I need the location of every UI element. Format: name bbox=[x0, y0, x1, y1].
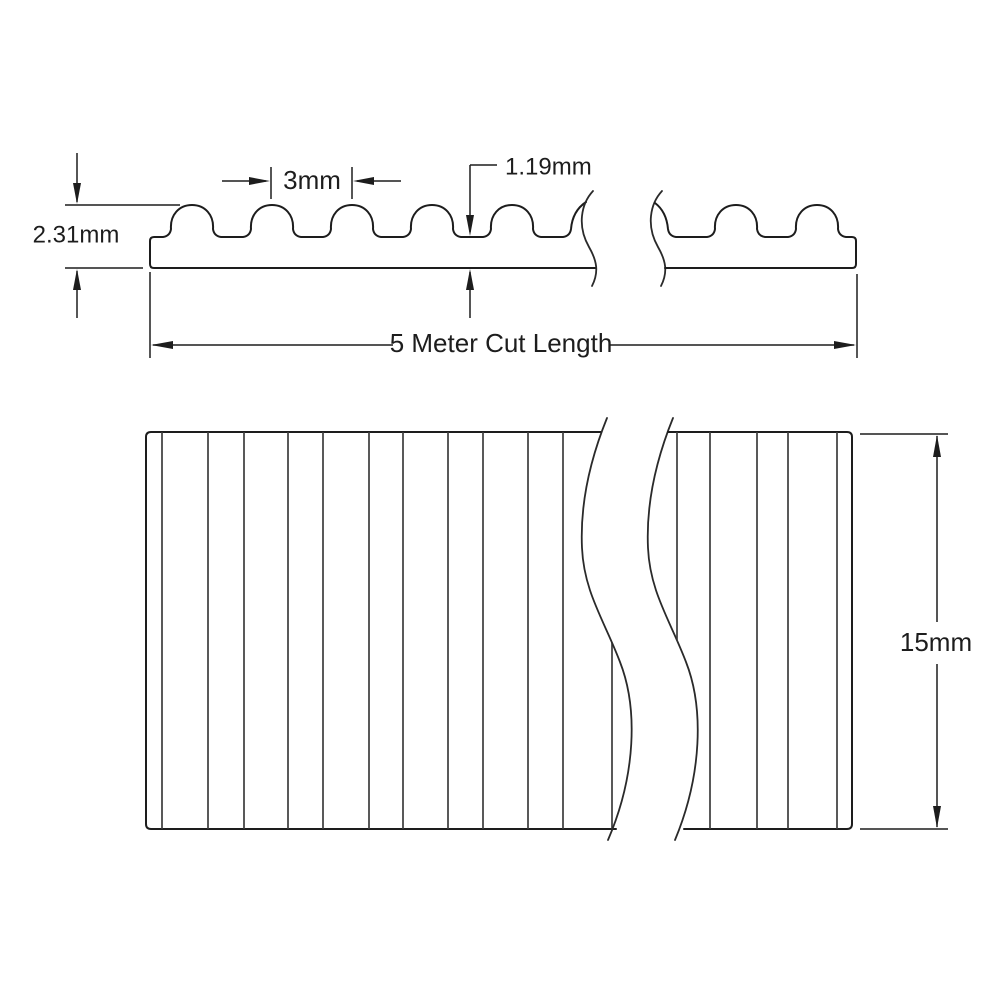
break-line-top-left bbox=[580, 417, 633, 841]
side-profile-view: 2.31mm 3mm 1.19mm bbox=[33, 153, 858, 358]
dim-label-tooth-pitch: 3mm bbox=[283, 165, 341, 195]
arrow-down-icon bbox=[466, 215, 474, 236]
break-line-side-right bbox=[649, 190, 667, 287]
arrow-down-icon bbox=[73, 183, 81, 204]
break-line-top-right bbox=[646, 417, 699, 841]
dim-label-body-thickness: 1.19mm bbox=[505, 153, 592, 180]
dimension-cut-length: 5 Meter Cut Length bbox=[149, 272, 858, 358]
dim-label-cut-length: 5 Meter Cut Length bbox=[390, 328, 613, 358]
tooth-stripes-left bbox=[161, 432, 613, 829]
dim-label-belt-width: 15mm bbox=[900, 627, 972, 657]
tooth-stripes-right bbox=[676, 432, 838, 829]
break-line-side-left bbox=[580, 190, 598, 287]
belt-top-right-piece-outline bbox=[667, 431, 853, 830]
arrow-left-icon bbox=[151, 341, 173, 349]
arrow-right-icon bbox=[834, 341, 856, 349]
belt-profile-left-segment bbox=[149, 201, 597, 269]
dimension-tooth-pitch: 3mm bbox=[222, 165, 401, 199]
belt-profile-right-segment bbox=[654, 202, 857, 269]
arrow-right-icon bbox=[249, 177, 270, 185]
dimension-body-thickness: 1.19mm bbox=[466, 153, 592, 318]
arrow-up-icon bbox=[466, 269, 474, 290]
arrow-up-icon bbox=[73, 269, 81, 290]
dim-label-belt-height: 2.31mm bbox=[33, 221, 120, 248]
top-view: 15mm bbox=[145, 417, 972, 841]
dimension-belt-height: 2.31mm bbox=[33, 153, 180, 318]
arrow-down-icon bbox=[933, 806, 941, 828]
dimension-belt-width: 15mm bbox=[860, 433, 972, 830]
arrow-up-icon bbox=[933, 435, 941, 457]
belt-top-left-piece-outline bbox=[145, 431, 617, 830]
arrow-left-icon bbox=[353, 177, 374, 185]
